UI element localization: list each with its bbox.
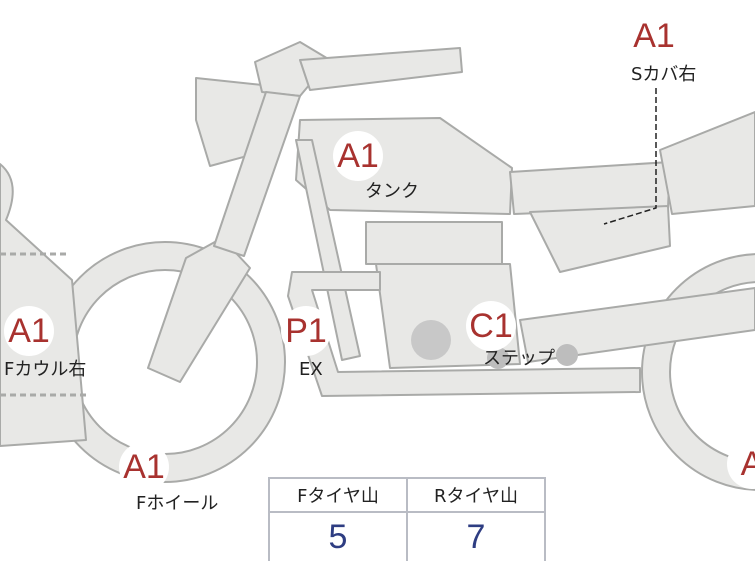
grade-code: A1 — [337, 137, 379, 175]
step-mark-1 — [411, 320, 451, 360]
leader-line — [603, 88, 657, 225]
tire-tread-table: Fタイヤ山 Rタイヤ山 5 7 — [268, 477, 546, 561]
grade-badge-front-cowl: A1 — [4, 306, 54, 356]
part-label-front-wheel: Fホイール — [136, 493, 219, 514]
part-label-step: ステップ — [483, 348, 555, 369]
grade-badge-s-cover: A1 — [629, 11, 679, 61]
front-cowl-shape — [0, 163, 87, 447]
rear-cowl — [659, 111, 755, 215]
grade-code: A — [740, 445, 755, 483]
grade-badge-exhaust: P1 — [281, 306, 331, 356]
steering-column — [213, 91, 301, 257]
swingarm — [519, 287, 755, 363]
grade-code: A1 — [8, 312, 50, 350]
rear-tire-value: 7 — [406, 511, 546, 561]
engine-top — [365, 221, 503, 265]
grade-badge-step: C1 — [466, 301, 516, 351]
rear-tire-header: Rタイヤ山 — [406, 477, 546, 513]
grade-code: P1 — [285, 312, 327, 350]
handlebar — [299, 47, 463, 91]
part-label-s-cover: Sカバ右 — [631, 64, 697, 85]
front-tire-value: 5 — [268, 511, 408, 561]
step-mark-2 — [487, 347, 509, 369]
front-tire-header: Fタイヤ山 — [268, 477, 408, 513]
part-label-exhaust: EX — [299, 359, 323, 380]
grade-code: A1 — [633, 17, 675, 55]
part-label-front-cowl: Fカウル右 — [4, 359, 87, 380]
grade-badge-front-wheel: A1 — [119, 442, 169, 492]
step-mark-3 — [556, 344, 578, 366]
part-label-tank: タンク — [365, 181, 419, 202]
grade-code: A1 — [123, 448, 165, 486]
grade-badge-tank: A1 — [333, 131, 383, 181]
grade-code: C1 — [469, 307, 513, 345]
side-cover — [529, 205, 671, 273]
